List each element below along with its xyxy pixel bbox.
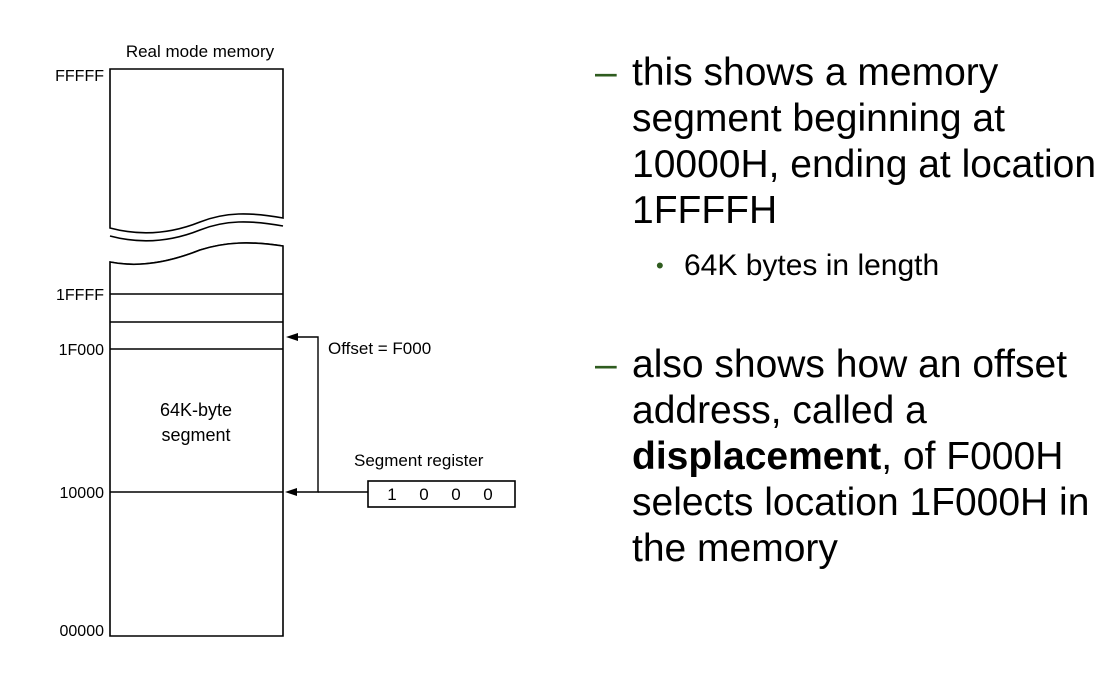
bullet-text: also shows how an offset address, called… <box>632 342 1118 572</box>
address-label-offset-location: 1F000 <box>59 342 104 359</box>
offset-connector <box>290 336 368 493</box>
segment-register-digit: 0 <box>419 485 428 504</box>
offset-arrowhead <box>286 333 298 341</box>
offset-label: Offset = F000 <box>328 339 431 358</box>
segment-register-digit: 0 <box>451 485 460 504</box>
address-label-bottom: 00000 <box>60 623 105 640</box>
bullet-item: – this shows a memory segment beginning … <box>592 50 1118 234</box>
segment-label-line1: 64K-byte <box>160 400 232 420</box>
memory-column <box>109 68 284 637</box>
bullet-item: – also shows how an offset address, call… <box>592 342 1118 572</box>
bullet-text-part: , of F000H selects location 1F000H in th… <box>632 435 1090 570</box>
segment-register-digit: 0 <box>483 485 492 504</box>
dash-marker: – <box>595 51 617 94</box>
bullet-text-part: also shows how an offset address, called… <box>632 343 1068 432</box>
address-label-top: FFFFF <box>55 68 104 85</box>
segment-label-line2: segment <box>161 425 230 445</box>
offset-connector-line <box>290 336 319 493</box>
segment-register-box <box>367 480 516 508</box>
bullet-list: – this shows a memory segment beginning … <box>592 50 1118 572</box>
memory-segment-diagram: Real mode memory FFFFF 1FFFF 1F000 10000… <box>55 42 516 640</box>
segment-register-digit: 1 <box>387 485 396 504</box>
address-label-segment-end: 1FFFF <box>56 287 104 304</box>
address-label-segment-start: 10000 <box>60 485 105 502</box>
memory-column-break-upper <box>109 221 284 242</box>
memory-column-top <box>109 68 284 234</box>
diagram-title: Real mode memory <box>126 42 275 61</box>
bullet-bold-term: displacement <box>632 435 882 478</box>
sub-bullet-item: • 64K bytes in length <box>592 248 1118 284</box>
segment-arrowhead <box>285 488 297 496</box>
sub-bullet-text: 64K bytes in length <box>684 249 940 282</box>
segment-register-label: Segment register <box>354 451 484 470</box>
dash-marker: – <box>595 343 617 386</box>
bullet-text: this shows a memory segment beginning at… <box>632 51 1097 232</box>
dot-marker: • <box>656 253 664 278</box>
memory-column-bottom <box>109 242 284 637</box>
